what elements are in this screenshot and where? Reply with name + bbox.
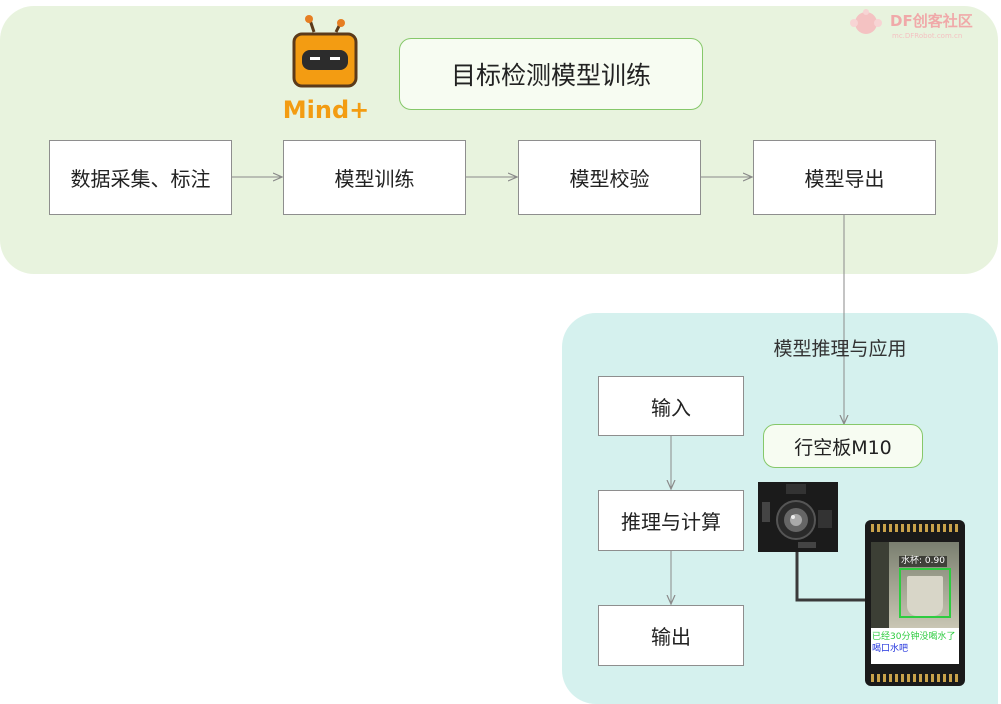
step-model-training: 模型训练 bbox=[283, 140, 466, 215]
step-model-validation: 模型校验 bbox=[518, 140, 701, 215]
camera-icon bbox=[758, 482, 838, 552]
board-device: 水杯: 0.90 已经30分钟没喝水了 喝口水吧 bbox=[865, 520, 965, 686]
step-input: 输入 bbox=[598, 376, 744, 436]
watermark-logo-icon bbox=[850, 9, 882, 34]
detection-box bbox=[899, 568, 951, 618]
watermark: DF创客社区 mc.DFRobot.com.cn bbox=[848, 4, 998, 48]
mindplus-logo: Mind+ bbox=[280, 14, 372, 126]
watermark-brand: DF创客社区 bbox=[890, 12, 973, 30]
reminder-line-2: 喝口水吧 bbox=[872, 644, 909, 654]
robot-mascot-icon bbox=[292, 15, 358, 88]
logo-text: Mind+ bbox=[282, 96, 370, 124]
step-output: 输出 bbox=[598, 605, 744, 666]
watermark-url: mc.DFRobot.com.cn bbox=[892, 32, 963, 40]
camera-cable bbox=[795, 550, 868, 602]
reminder-line-1: 已经30分钟没喝水了 bbox=[872, 632, 956, 642]
camera-feed: 水杯: 0.90 bbox=[871, 542, 959, 628]
board-screen: 水杯: 0.90 已经30分钟没喝水了 喝口水吧 bbox=[871, 542, 959, 664]
detection-label: 水杯: 0.90 bbox=[899, 556, 947, 567]
inference-section-label: 模型推理与应用 bbox=[773, 338, 907, 360]
page-title: 目标检测模型训练 bbox=[399, 38, 703, 110]
step-data-collection: 数据采集、标注 bbox=[49, 140, 232, 215]
board-bottom-pins bbox=[871, 674, 959, 682]
board-top-pins bbox=[871, 524, 959, 532]
step-model-export: 模型导出 bbox=[753, 140, 936, 215]
cup-shape bbox=[907, 576, 943, 616]
device-label: 行空板M10 bbox=[763, 424, 923, 468]
step-inference: 推理与计算 bbox=[598, 490, 744, 551]
camera-module bbox=[758, 482, 838, 552]
